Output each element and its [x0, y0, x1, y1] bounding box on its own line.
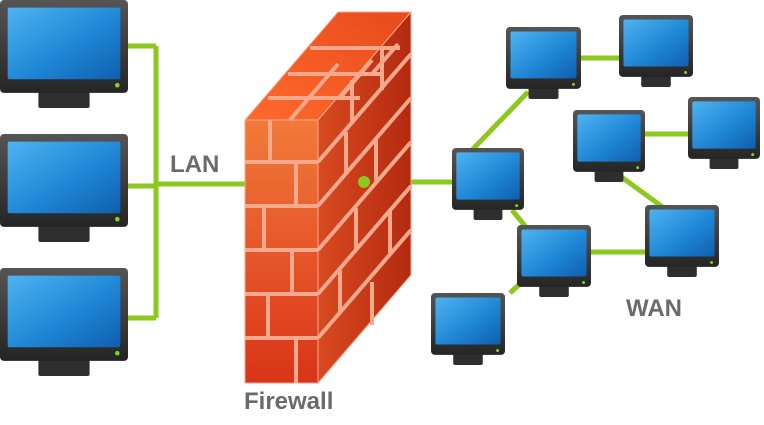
wan-computer-1	[506, 27, 581, 99]
monitor-stand	[38, 90, 90, 108]
wan-computer-2	[619, 15, 693, 87]
monitor-screen	[649, 209, 715, 257]
power-led-icon	[684, 70, 688, 74]
power-led-icon	[636, 166, 640, 170]
power-led-icon	[751, 153, 755, 157]
monitor-stand	[709, 156, 739, 169]
wan-computer-7	[517, 225, 591, 297]
power-led-icon	[515, 204, 519, 208]
firewall-wall	[243, 10, 413, 385]
monitor-stand	[667, 264, 697, 277]
power-led-icon	[496, 348, 500, 352]
monitor-stand	[528, 86, 559, 99]
wan-computer-5	[452, 148, 524, 220]
wan-computer-3	[573, 110, 645, 182]
wan-computer-6	[645, 205, 719, 277]
lan-label: LAN	[170, 151, 219, 178]
wan-label: WAN	[626, 295, 682, 322]
monitor-stand	[38, 224, 90, 242]
power-led-icon	[115, 350, 120, 356]
monitor-stand	[594, 169, 624, 182]
monitor-screen	[521, 229, 587, 277]
power-led-icon	[572, 82, 575, 86]
monitor-stand	[473, 207, 503, 220]
power-led-icon	[115, 82, 120, 88]
monitor-screen	[510, 31, 577, 79]
wan-computer-4	[688, 97, 760, 169]
lan-computer-2	[0, 134, 128, 242]
lan-links	[128, 43, 245, 321]
firewall-label: Firewall	[244, 388, 333, 415]
monitor-screen	[623, 19, 689, 67]
monitor-screen	[7, 7, 121, 80]
wan-link	[470, 90, 530, 152]
lan-computer-3	[0, 268, 128, 376]
monitor-screen	[435, 297, 501, 345]
wan-computer-8	[431, 293, 505, 365]
firewall-port-dot	[358, 176, 370, 188]
monitor-screen	[7, 275, 121, 348]
power-led-icon	[710, 260, 714, 264]
wan-link	[618, 173, 666, 211]
monitor-stand	[641, 74, 671, 87]
monitor-screen	[692, 101, 756, 149]
power-led-icon	[582, 280, 586, 284]
computers	[0, 0, 760, 376]
monitor-screen	[456, 152, 520, 200]
power-led-icon	[115, 216, 120, 222]
monitor-stand	[38, 358, 90, 376]
monitor-stand	[453, 352, 483, 365]
monitor-screen	[577, 114, 641, 162]
lan-computer-1	[0, 0, 128, 108]
monitor-stand	[539, 284, 569, 297]
monitor-screen	[7, 141, 121, 214]
